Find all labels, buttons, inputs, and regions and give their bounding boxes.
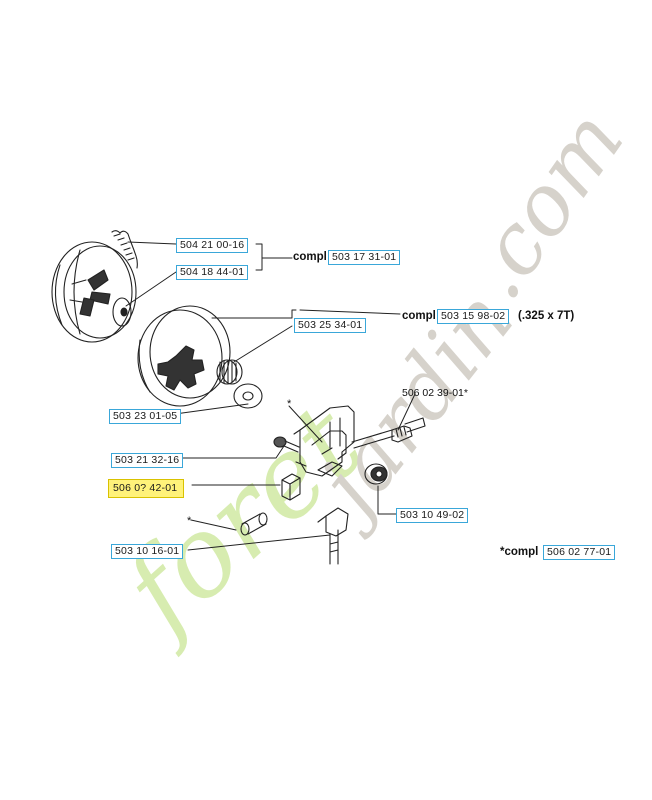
part-label-506-02-42-01-highlighted[interactable]: 506 0? 42-01 [108, 479, 185, 498]
oil-pump-icon [293, 405, 355, 477]
part-label-503-10-49-02[interactable]: 503 10 49-02 [396, 508, 469, 523]
size-note: (.325 x 7T) [518, 310, 575, 322]
part-label-504-18-44-01[interactable]: 504 18 44-01 [176, 265, 249, 280]
star-marker: * [287, 398, 292, 410]
part-label-503-10-16-01[interactable]: 503 10 16-01 [111, 544, 184, 559]
part-label-506-02-77-01[interactable]: 506 02 77-01 [543, 545, 616, 560]
compl-label: compl [402, 310, 436, 322]
spring-icon [111, 230, 138, 269]
compl-label: *compl [500, 546, 539, 558]
part-label-503-15-98-02[interactable]: 503 15 98-02 [437, 309, 510, 324]
clutch-drum-icon [137, 305, 231, 407]
washer-large-icon [233, 383, 263, 409]
part-label-506-02-39-01[interactable]: 506 02 39-01* [402, 387, 468, 399]
part-label-503-25-34-01[interactable]: 503 25 34-01 [294, 318, 367, 333]
part-label-503-17-31-01[interactable]: 503 17 31-01 [328, 250, 401, 265]
star-marker: * [187, 515, 192, 527]
part-label-504-21-00-16[interactable]: 504 21 00-16 [176, 238, 249, 253]
part-label-503-21-32-16[interactable]: 503 21 32-16 [111, 453, 184, 468]
plunger-icon [281, 473, 301, 501]
compl-label: compl [293, 251, 327, 263]
pump-worm-icon [351, 417, 426, 449]
needle-bearing-icon [216, 359, 243, 385]
pin-icon [240, 512, 268, 536]
washer-icon [112, 297, 132, 327]
screw-icon [273, 436, 300, 453]
part-label-503-23-01-05[interactable]: 503 23 01-05 [109, 409, 182, 424]
clutch-shoe-icon [51, 241, 137, 343]
oil-hose-fitting-icon [317, 507, 349, 565]
worm-gear-icon [364, 463, 388, 485]
